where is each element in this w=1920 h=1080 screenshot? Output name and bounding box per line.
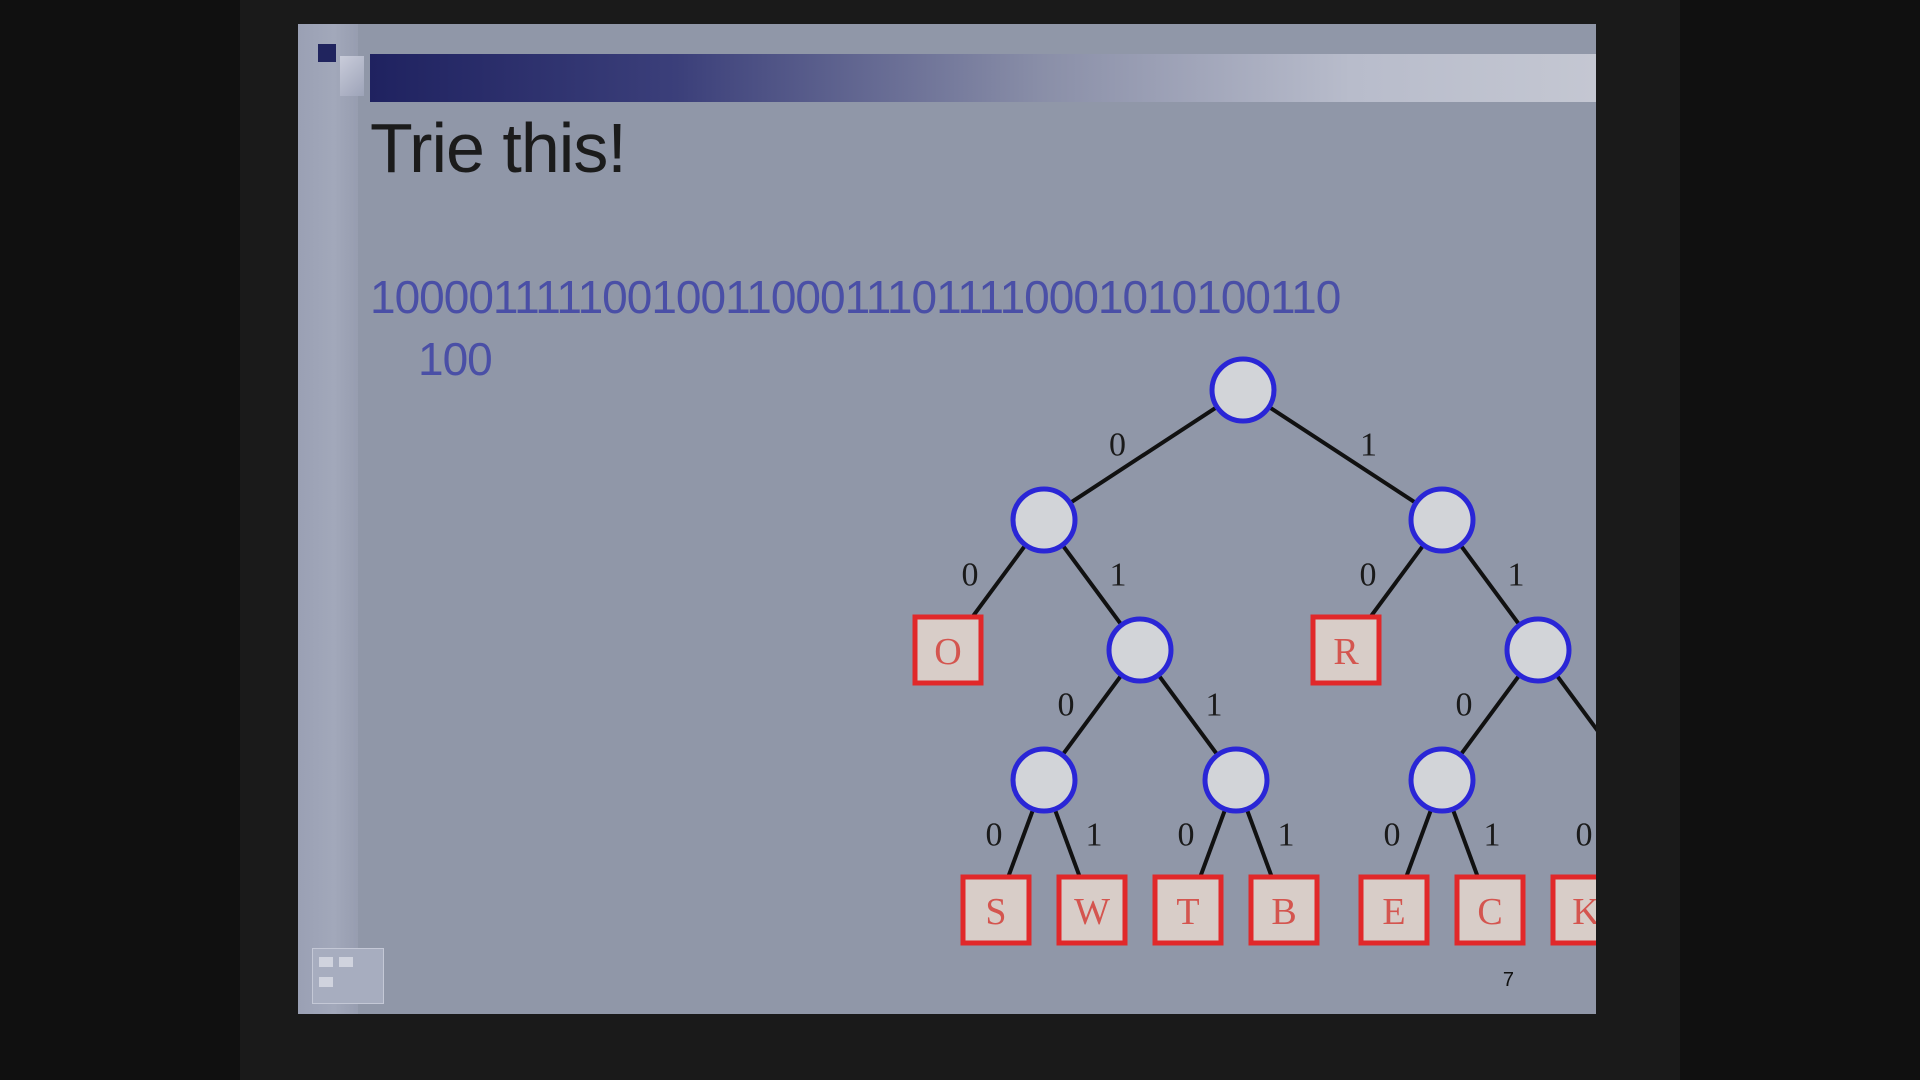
- trie-internal-node: [1010, 486, 1078, 554]
- edge-label-one: 1: [1360, 427, 1377, 464]
- nav-prev-icon[interactable]: [319, 957, 333, 967]
- slide-title: Trie this!: [370, 109, 627, 187]
- trie-leaf-box: [912, 614, 984, 686]
- trie-leaf-box: [1248, 874, 1320, 946]
- trie-edge: [1363, 543, 1426, 625]
- edge-label-zero: 0: [1456, 687, 1473, 724]
- edge-label-zero: 0: [962, 557, 979, 594]
- edge-label-one: 1: [1086, 817, 1103, 854]
- slide: Trie this! 10000111110010011000111011110…: [298, 24, 1596, 1014]
- trie-root-node: [1209, 356, 1277, 424]
- trie-edge: [1554, 673, 1596, 732]
- trie-diagram: 001001101101001101OSWTBRECKN: [912, 356, 1596, 946]
- trie-edge: [965, 543, 1028, 625]
- edge-label-one: 1: [1508, 557, 1525, 594]
- slide-title-bar-decoration: [370, 54, 1596, 102]
- trie-leaf-label: W: [1074, 891, 1110, 933]
- nav-next-icon[interactable]: [319, 977, 333, 987]
- trie-edge: [1267, 405, 1418, 505]
- trie-edge: [1450, 808, 1481, 880]
- trie-edge: [1060, 673, 1124, 757]
- trie-leaf-label: E: [1382, 891, 1405, 933]
- trie-leaf-box: [960, 874, 1032, 946]
- corner-accent-decoration: [340, 56, 364, 96]
- trie-leaf-box: [1454, 874, 1526, 946]
- trie-edge: [1244, 808, 1275, 880]
- edge-label-zero: 0: [1576, 817, 1593, 854]
- trie-edge: [1197, 808, 1228, 880]
- slide-left-strip: [298, 24, 358, 1014]
- trie-leaf-label: R: [1333, 631, 1359, 673]
- trie-edge: [1156, 673, 1220, 757]
- trie-edge: [1403, 808, 1434, 880]
- trie-edge: [1458, 543, 1522, 627]
- slide-page-number: 7: [1502, 969, 1514, 991]
- trie-leaf-label: T: [1176, 891, 1199, 933]
- edge-label-one: 1: [1110, 557, 1127, 594]
- trie-leaf-label: S: [985, 891, 1006, 933]
- trie-internal-node: [1408, 486, 1476, 554]
- edge-label-zero: 0: [1109, 427, 1126, 464]
- trie-leaf-box: [1358, 874, 1430, 946]
- edge-label-zero: 0: [1178, 817, 1195, 854]
- trie-internal-node: [1504, 616, 1572, 684]
- bit-string-line-1: 1000011111001001100011101111000101010011…: [370, 271, 1341, 323]
- edge-label-one: 1: [1206, 687, 1223, 724]
- edge-label-zero: 0: [1058, 687, 1075, 724]
- edge-label-zero: 0: [986, 817, 1003, 854]
- trie-internal-node: [1106, 616, 1174, 684]
- slide-nav-buttons[interactable]: [312, 948, 384, 1004]
- trie-internal-node: [1010, 746, 1078, 814]
- trie-internal-node: [1202, 746, 1270, 814]
- trie-leaf-box: [1152, 874, 1224, 946]
- trie-leaf-box: [1550, 874, 1596, 946]
- bit-string-line-2: 100: [418, 333, 493, 385]
- trie-edge: [1458, 673, 1522, 757]
- trie-leaf-label: K: [1572, 891, 1596, 933]
- trie-leaf-label: C: [1477, 891, 1502, 933]
- nav-menu-icon[interactable]: [339, 957, 353, 967]
- edge-label-one: 1: [1484, 817, 1501, 854]
- edge-label-zero: 0: [1384, 817, 1401, 854]
- trie-leaf-label: O: [934, 631, 961, 673]
- trie-leaf-box: [1056, 874, 1128, 946]
- trie-edge: [1005, 808, 1036, 880]
- corner-square-decoration: [318, 44, 336, 62]
- trie-edge: [1052, 808, 1083, 880]
- edge-label-zero: 0: [1360, 557, 1377, 594]
- trie-internal-node: [1408, 746, 1476, 814]
- trie-edge: [1060, 543, 1124, 627]
- trie-leaf-label: B: [1271, 891, 1296, 933]
- trie-leaf-box: [1310, 614, 1382, 686]
- trie-edge: [1068, 405, 1219, 505]
- edge-label-one: 1: [1278, 817, 1295, 854]
